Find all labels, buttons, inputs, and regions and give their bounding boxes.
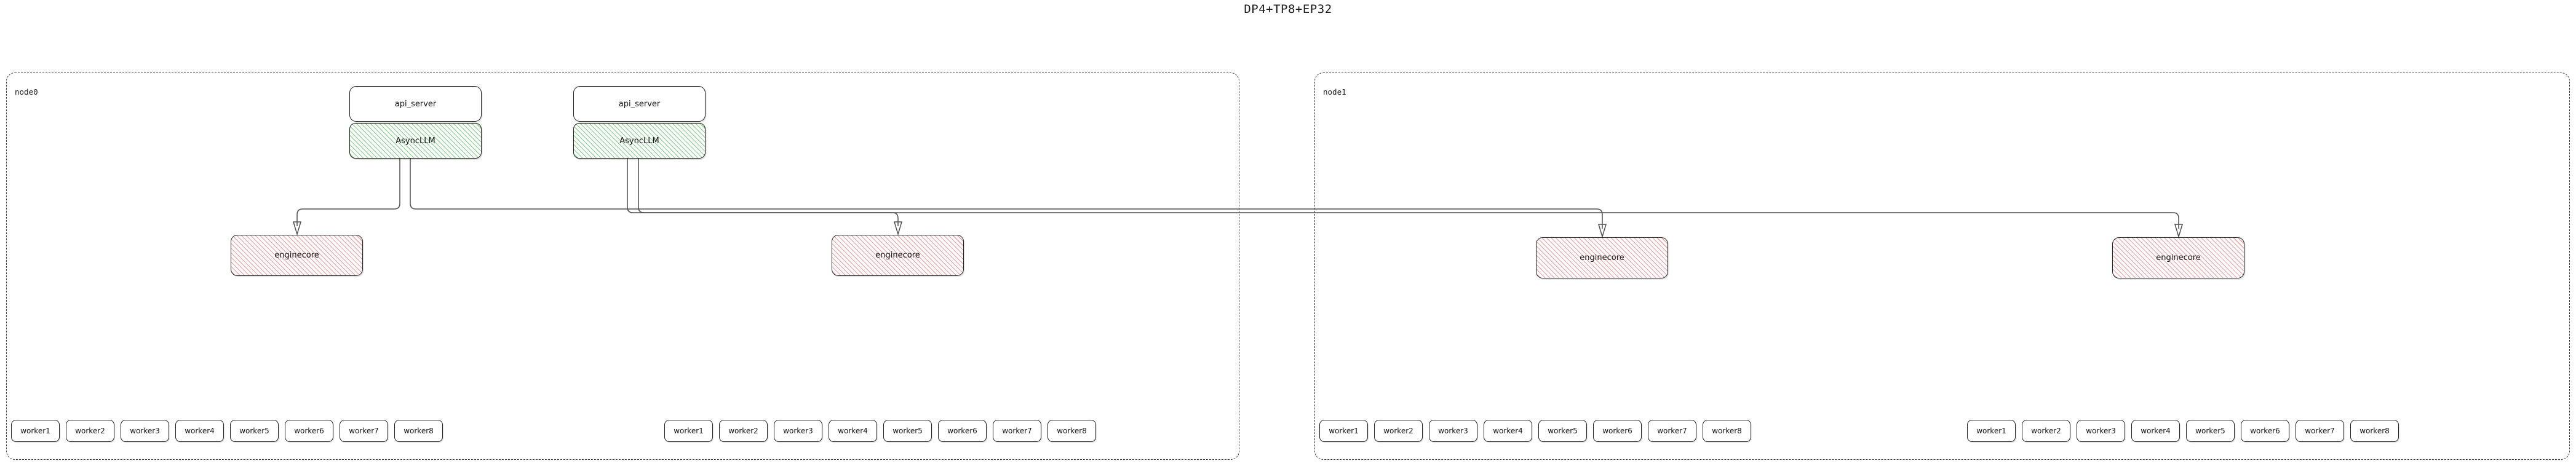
worker-node1-g0-1-label: worker1 bbox=[1329, 427, 1359, 435]
api-server-node0-1[interactable]: api_server bbox=[573, 86, 706, 122]
worker-node1-g0-7-label: worker7 bbox=[1657, 427, 1687, 435]
worker-node0-g0-1[interactable]: worker1 bbox=[11, 420, 60, 442]
worker-node1-g0-5-label: worker5 bbox=[1548, 427, 1578, 435]
worker-node0-g0-8[interactable]: worker8 bbox=[394, 420, 443, 442]
worker-node0-g1-6-label: worker6 bbox=[947, 427, 977, 435]
worker-node1-g1-4-label: worker4 bbox=[2141, 427, 2171, 435]
worker-node0-g0-6[interactable]: worker6 bbox=[285, 420, 333, 442]
async-llm-node0-0-label: AsyncLLM bbox=[396, 136, 435, 146]
worker-node1-g1-5[interactable]: worker5 bbox=[2186, 420, 2235, 442]
enginecore-node0-1-label: enginecore bbox=[875, 251, 920, 260]
worker-node0-g1-5-label: worker5 bbox=[892, 427, 923, 435]
enginecore-node1-0-label: enginecore bbox=[1580, 253, 1624, 262]
worker-node1-g1-8-label: worker8 bbox=[2359, 427, 2390, 435]
worker-node0-g1-8[interactable]: worker8 bbox=[1047, 420, 1096, 442]
worker-node1-g1-4[interactable]: worker4 bbox=[2131, 420, 2180, 442]
node-container-node0 bbox=[6, 73, 1239, 460]
api-server-node0-0[interactable]: api_server bbox=[349, 86, 482, 122]
worker-node0-g0-3-label: worker3 bbox=[130, 427, 160, 435]
worker-node1-g1-1-label: worker1 bbox=[1976, 427, 2006, 435]
worker-node1-g0-2[interactable]: worker2 bbox=[1374, 420, 1423, 442]
async-llm-node0-1[interactable]: AsyncLLM bbox=[573, 123, 706, 159]
worker-node0-g1-4-label: worker4 bbox=[838, 427, 868, 435]
worker-node0-g1-5[interactable]: worker5 bbox=[883, 420, 932, 442]
worker-node1-g1-1[interactable]: worker1 bbox=[1967, 420, 2016, 442]
worker-node1-g0-3[interactable]: worker3 bbox=[1429, 420, 1477, 442]
worker-node1-g0-6-label: worker6 bbox=[1602, 427, 1632, 435]
worker-node0-g0-8-label: worker8 bbox=[403, 427, 434, 435]
worker-node1-g0-1[interactable]: worker1 bbox=[1319, 420, 1368, 442]
worker-node1-g0-6[interactable]: worker6 bbox=[1593, 420, 1642, 442]
worker-node0-g0-3[interactable]: worker3 bbox=[121, 420, 169, 442]
async-llm-node0-1-label: AsyncLLM bbox=[619, 136, 659, 146]
worker-node1-g0-5[interactable]: worker5 bbox=[1538, 420, 1587, 442]
worker-node0-g0-5[interactable]: worker5 bbox=[230, 420, 279, 442]
worker-node0-g1-7[interactable]: worker7 bbox=[993, 420, 1041, 442]
worker-node1-g0-4-label: worker4 bbox=[1493, 427, 1523, 435]
node-label-node0: node0 bbox=[15, 87, 38, 97]
enginecore-node0-0[interactable]: enginecore bbox=[231, 235, 363, 276]
worker-node0-g1-4[interactable]: worker4 bbox=[829, 420, 877, 442]
worker-node1-g1-2-label: worker2 bbox=[2031, 427, 2061, 435]
worker-node1-g1-8[interactable]: worker8 bbox=[2350, 420, 2399, 442]
async-llm-node0-0[interactable]: AsyncLLM bbox=[349, 123, 482, 159]
node-label-node1: node1 bbox=[1323, 87, 1346, 97]
worker-node0-g1-2[interactable]: worker2 bbox=[719, 420, 768, 442]
worker-node1-g1-6[interactable]: worker6 bbox=[2241, 420, 2289, 442]
worker-node1-g1-7[interactable]: worker7 bbox=[2296, 420, 2344, 442]
worker-node1-g0-2-label: worker2 bbox=[1383, 427, 1413, 435]
api-server-node0-0-label: api_server bbox=[394, 99, 437, 109]
worker-node1-g1-6-label: worker6 bbox=[2250, 427, 2280, 435]
worker-node0-g0-7-label: worker7 bbox=[349, 427, 379, 435]
api-server-node0-1-label: api_server bbox=[618, 99, 661, 109]
worker-node1-g0-4[interactable]: worker4 bbox=[1484, 420, 1532, 442]
worker-node0-g1-1-label: worker1 bbox=[674, 427, 704, 435]
worker-node1-g1-5-label: worker5 bbox=[2195, 427, 2225, 435]
worker-node0-g1-1[interactable]: worker1 bbox=[664, 420, 713, 442]
enginecore-node1-0[interactable]: enginecore bbox=[1536, 237, 1668, 278]
worker-node1-g0-8[interactable]: worker8 bbox=[1703, 420, 1751, 442]
enginecore-node0-0-label: enginecore bbox=[274, 251, 319, 260]
worker-node0-g1-3[interactable]: worker3 bbox=[774, 420, 822, 442]
worker-node0-g0-5-label: worker5 bbox=[239, 427, 269, 435]
worker-node0-g1-3-label: worker3 bbox=[783, 427, 813, 435]
worker-node0-g0-2-label: worker2 bbox=[75, 427, 105, 435]
worker-node1-g0-8-label: worker8 bbox=[1712, 427, 1742, 435]
worker-node0-g1-7-label: worker7 bbox=[1002, 427, 1032, 435]
worker-node0-g0-1-label: worker1 bbox=[20, 427, 50, 435]
diagram-title: DP4+TP8+EP32 bbox=[1244, 2, 1332, 16]
enginecore-node1-1[interactable]: enginecore bbox=[2112, 237, 2244, 278]
worker-node1-g0-7[interactable]: worker7 bbox=[1648, 420, 1696, 442]
worker-node0-g1-6[interactable]: worker6 bbox=[938, 420, 987, 442]
worker-node1-g1-3-label: worker3 bbox=[2086, 427, 2116, 435]
enginecore-node1-1-label: enginecore bbox=[2156, 253, 2201, 262]
enginecore-node0-1[interactable]: enginecore bbox=[832, 235, 964, 276]
worker-node1-g1-7-label: worker7 bbox=[2305, 427, 2335, 435]
worker-node0-g0-4-label: worker4 bbox=[185, 427, 215, 435]
worker-node1-g1-3[interactable]: worker3 bbox=[2077, 420, 2125, 442]
worker-node0-g0-2[interactable]: worker2 bbox=[66, 420, 114, 442]
node-container-node1 bbox=[1314, 73, 2570, 460]
worker-node0-g1-8-label: worker8 bbox=[1057, 427, 1087, 435]
worker-node0-g0-4[interactable]: worker4 bbox=[175, 420, 224, 442]
worker-node1-g0-3-label: worker3 bbox=[1438, 427, 1468, 435]
worker-node0-g1-2-label: worker2 bbox=[728, 427, 758, 435]
worker-node1-g1-2[interactable]: worker2 bbox=[2022, 420, 2070, 442]
worker-node0-g0-6-label: worker6 bbox=[294, 427, 324, 435]
worker-node0-g0-7[interactable]: worker7 bbox=[340, 420, 388, 442]
